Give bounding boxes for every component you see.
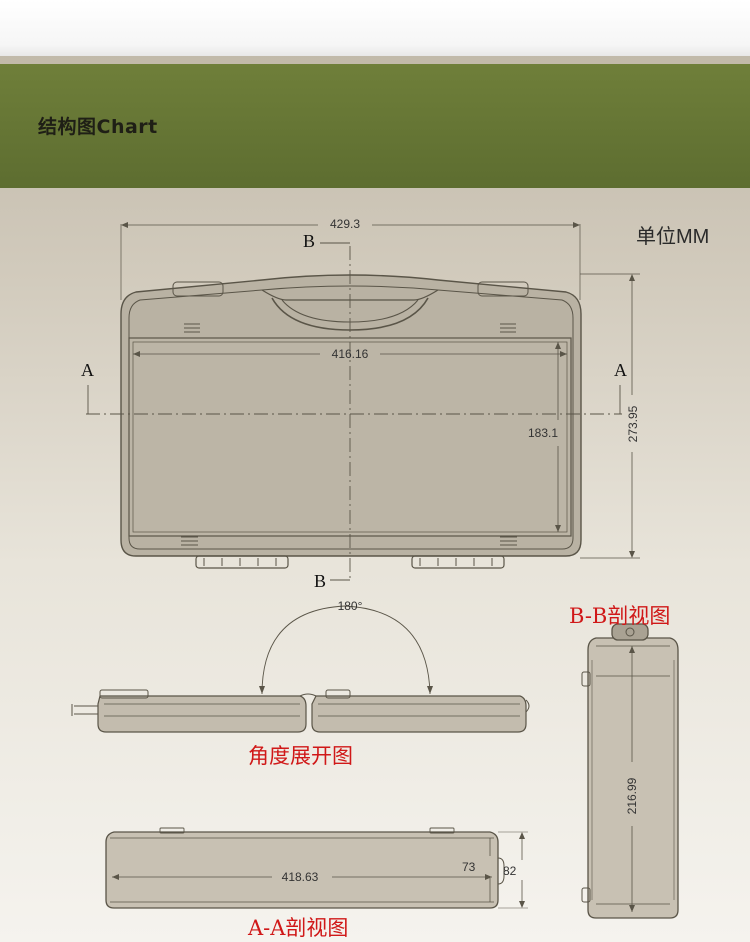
- open-view: [71, 605, 530, 733]
- top-height-dim: 273.95: [626, 405, 640, 442]
- top-inner-width-dim: 416.16: [332, 347, 369, 361]
- header-title: 结构图Chart: [38, 116, 158, 138]
- front-inner-depth-dim: 73: [462, 860, 476, 874]
- section-b-top: B: [303, 231, 315, 251]
- units-label: 单位MM: [636, 226, 710, 248]
- top-inner-height-dim: 183.1: [528, 426, 558, 440]
- caption-open-view: 角度展开图: [248, 744, 353, 768]
- front-depth-dim: 82: [503, 864, 517, 878]
- section-a-left: A: [81, 360, 94, 380]
- side-view: [581, 623, 679, 919]
- side-height-dim: 216.99: [625, 777, 639, 814]
- top-strip: [0, 0, 750, 56]
- section-a-right: A: [614, 360, 627, 380]
- caption-aa-section: A-A剖视图: [248, 916, 349, 940]
- caption-bb-section: B-B剖视图: [569, 604, 671, 628]
- header-band: [0, 64, 750, 188]
- top-width-dim: 429.3: [330, 217, 360, 231]
- top-view: [86, 222, 640, 582]
- section-b-bottom: B: [314, 571, 326, 591]
- front-width-dim: 418.63: [282, 870, 319, 884]
- front-view: [105, 827, 528, 909]
- open-angle-label: 180°: [338, 599, 363, 613]
